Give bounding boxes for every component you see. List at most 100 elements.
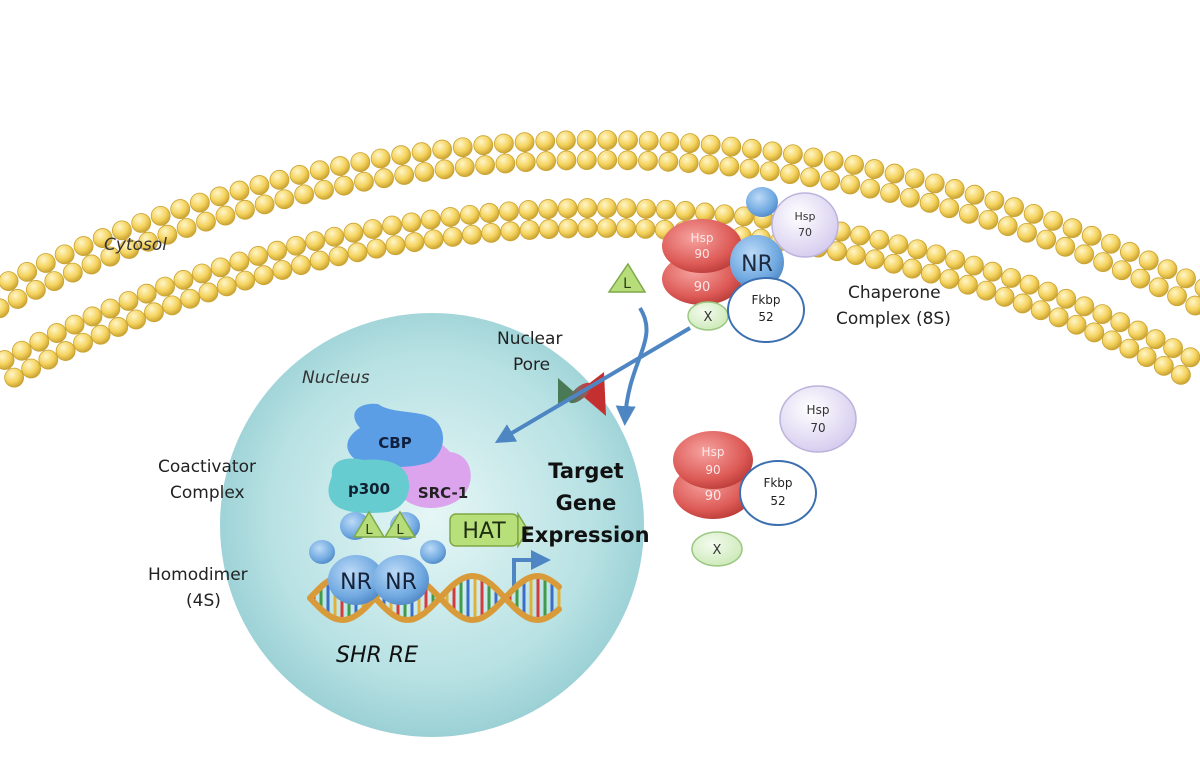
lipid-head xyxy=(617,219,636,238)
receptor-lbd-bound xyxy=(746,187,778,217)
lipid-head xyxy=(211,258,230,277)
lipid-head xyxy=(722,137,741,156)
lipid-head xyxy=(501,222,520,241)
svg-text:Fkbp: Fkbp xyxy=(763,476,792,490)
lipid-head xyxy=(230,252,249,271)
svg-text:NR: NR xyxy=(741,252,773,277)
svg-text:90: 90 xyxy=(705,489,722,504)
lipid-head xyxy=(804,148,823,167)
lipid-head xyxy=(983,262,1002,281)
lipid-head xyxy=(119,291,138,310)
lipid-head xyxy=(536,132,555,151)
lipid-head xyxy=(22,359,41,378)
lipid-head xyxy=(920,193,939,212)
lipid-head xyxy=(701,135,720,154)
lipid-head xyxy=(1044,211,1063,230)
lipid-head xyxy=(656,200,675,219)
lipid-head xyxy=(367,239,386,258)
lipid-head xyxy=(760,162,779,181)
lipid-head xyxy=(977,281,996,300)
lipid-head xyxy=(846,246,865,265)
hsp90-bound-top xyxy=(662,219,742,273)
svg-text:90: 90 xyxy=(705,463,720,477)
svg-text:Hsp: Hsp xyxy=(795,210,816,223)
lipid-head xyxy=(700,155,719,174)
svg-text:90: 90 xyxy=(694,280,711,295)
lipid-head xyxy=(171,200,190,219)
svg-text:70: 70 xyxy=(810,421,825,435)
lipid-head xyxy=(1005,198,1024,217)
lipid-head xyxy=(0,272,18,291)
lipid-head xyxy=(329,247,348,266)
lipid-head xyxy=(597,199,616,218)
lipid-head xyxy=(310,161,329,180)
coactivator-label-line1: Coactivator xyxy=(158,457,256,477)
lipid-head xyxy=(415,163,434,182)
lipid-head xyxy=(255,195,274,214)
lipid-head xyxy=(395,165,414,184)
lipid-head xyxy=(1038,282,1057,301)
lipid-head xyxy=(476,156,495,175)
lipid-head xyxy=(676,201,695,220)
lipid-head xyxy=(12,341,31,360)
lipid-head xyxy=(824,152,843,171)
lipid-head xyxy=(740,159,759,178)
lipid-head xyxy=(995,287,1014,306)
lipid-head xyxy=(18,262,37,281)
lipid-head xyxy=(783,145,802,164)
lipid-head xyxy=(638,151,657,170)
lipid-head xyxy=(903,259,922,278)
lipid-head xyxy=(578,199,597,218)
lipid-head xyxy=(578,219,597,238)
lipid-head xyxy=(1102,331,1121,350)
lipid-head xyxy=(946,250,965,269)
svg-text:NR: NR xyxy=(340,570,372,595)
lipid-head xyxy=(216,206,235,225)
lipid-head xyxy=(908,240,927,259)
homodimer-label-line2: (4S) xyxy=(186,591,221,611)
lipid-head xyxy=(1158,260,1177,279)
nuclear-pore-label-line1: Nuclear xyxy=(497,329,562,349)
lipid-head xyxy=(193,264,212,283)
shr-re-label: SHR RE xyxy=(336,643,418,668)
lipid-head xyxy=(598,131,617,150)
lipid-head xyxy=(1075,297,1094,316)
lipid-head xyxy=(520,221,539,240)
lipid-head xyxy=(386,236,405,255)
lipid-head xyxy=(36,253,55,272)
lipid-head xyxy=(940,199,959,218)
lipid-head xyxy=(26,280,45,299)
lipid-head xyxy=(1093,305,1112,324)
lipid-head xyxy=(1037,230,1056,249)
lipid-head xyxy=(494,134,513,153)
lipid-head xyxy=(250,176,269,195)
lipid-head xyxy=(47,324,66,343)
lipid-head xyxy=(539,220,558,239)
svg-text:Fkbp: Fkbp xyxy=(751,293,780,307)
lipid-head xyxy=(636,219,655,238)
svg-text:Hsp: Hsp xyxy=(702,445,725,459)
lipid-head xyxy=(1177,269,1196,288)
lipid-head xyxy=(1195,278,1200,297)
lipid-head xyxy=(964,256,983,275)
homodimer-label-line1: Homodimer xyxy=(148,565,248,585)
lipid-head xyxy=(1149,278,1168,297)
lipid-head xyxy=(235,200,254,219)
lipid-head xyxy=(273,261,292,280)
lipid-head xyxy=(851,226,870,245)
lipid-head xyxy=(354,172,373,191)
lipid-head xyxy=(325,227,344,246)
lipid-head xyxy=(275,190,294,209)
lipid-head xyxy=(460,205,479,224)
lipid-head xyxy=(5,368,24,387)
lipid-head xyxy=(940,270,959,289)
lipid-head xyxy=(83,307,102,326)
lipid-head xyxy=(1164,339,1183,358)
cytosol-label: Cytosol xyxy=(104,235,167,255)
lipid-head xyxy=(181,289,200,308)
lipid-head xyxy=(681,134,700,153)
lipid-head xyxy=(618,151,637,170)
lipid-head xyxy=(985,191,1004,210)
lipid-head xyxy=(659,152,678,171)
lipid-head xyxy=(998,217,1017,236)
